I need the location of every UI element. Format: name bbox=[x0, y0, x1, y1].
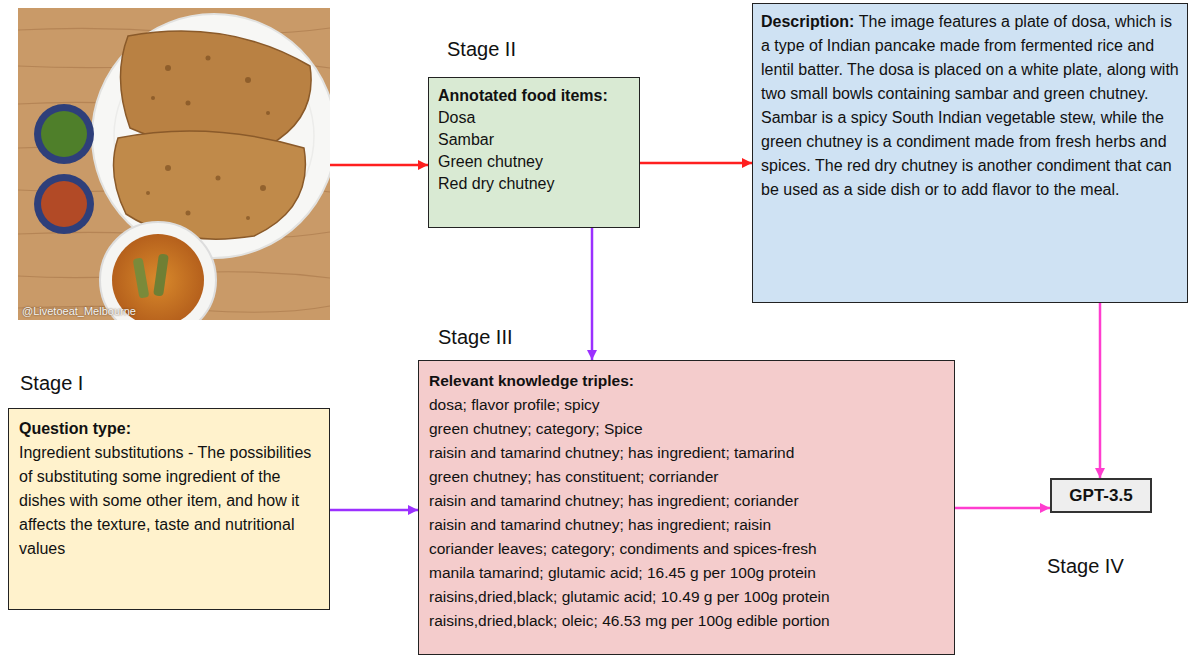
description-box: Description:The image features a plate o… bbox=[752, 3, 1188, 303]
box-text: dosa; flavor profile; spicy bbox=[429, 393, 944, 417]
connector-arrow bbox=[955, 507, 1050, 510]
stage-label: Stage III bbox=[438, 326, 513, 349]
text-paragraph: Description:The image features a plate o… bbox=[761, 10, 1179, 202]
box-text: manila tamarind; glutamic acid; 16.45 g … bbox=[429, 561, 944, 585]
connector-arrow bbox=[330, 509, 418, 512]
connector-arrow bbox=[1099, 303, 1102, 478]
box-text: Green chutney bbox=[438, 151, 630, 173]
box-text: raisin and tamarind chutney; has ingredi… bbox=[429, 513, 944, 537]
box-text: coriander leaves; category; condiments a… bbox=[429, 537, 944, 561]
stage-label: Stage I bbox=[20, 372, 83, 395]
box-text: raisin and tamarind chutney; has ingredi… bbox=[429, 489, 944, 513]
watermark: @Livetoeat_Melbourne bbox=[22, 304, 136, 318]
model-box: GPT-3.5 bbox=[1050, 478, 1152, 513]
box-heading: Relevant knowledge triples: bbox=[429, 369, 944, 393]
knowledge-box: Relevant knowledge triples:dosa; flavor … bbox=[418, 360, 955, 655]
box-text: green chutney; has constituent; corriand… bbox=[429, 465, 944, 489]
annotation-box: Annotated food items:DosaSambarGreen chu… bbox=[428, 77, 640, 228]
box-text: green chutney; category; Spice bbox=[429, 417, 944, 441]
box-heading: Annotated food items: bbox=[438, 85, 630, 107]
box-text: Sambar bbox=[438, 129, 630, 151]
box-text: GPT-3.5 bbox=[1069, 486, 1132, 506]
box-text: raisins,dried,black; oleic; 46.53 mg per… bbox=[429, 609, 944, 633]
question-box: Question type:Ingredient substitutions -… bbox=[8, 408, 330, 610]
box-text: Ingredient substitutions - The possibili… bbox=[19, 441, 319, 561]
box-text: Red dry chutney bbox=[438, 173, 630, 195]
photo-frame: @Livetoeat_Melbourne bbox=[18, 8, 330, 320]
stage-label: Stage IV bbox=[1047, 555, 1124, 578]
connector-arrow bbox=[330, 164, 428, 167]
box-heading: Question type: bbox=[19, 417, 319, 441]
box-text: Dosa bbox=[438, 107, 630, 129]
connector-arrow bbox=[640, 162, 752, 165]
box-text: raisins,dried,black; glutamic acid; 10.4… bbox=[429, 585, 944, 609]
box-text: raisin and tamarind chutney; has ingredi… bbox=[429, 441, 944, 465]
food-photo bbox=[18, 8, 330, 320]
box-heading: Description: bbox=[761, 13, 854, 30]
stage-label: Stage II bbox=[447, 38, 516, 61]
connector-arrow bbox=[591, 228, 594, 360]
box-text: The image features a plate of dosa, whic… bbox=[761, 13, 1179, 198]
